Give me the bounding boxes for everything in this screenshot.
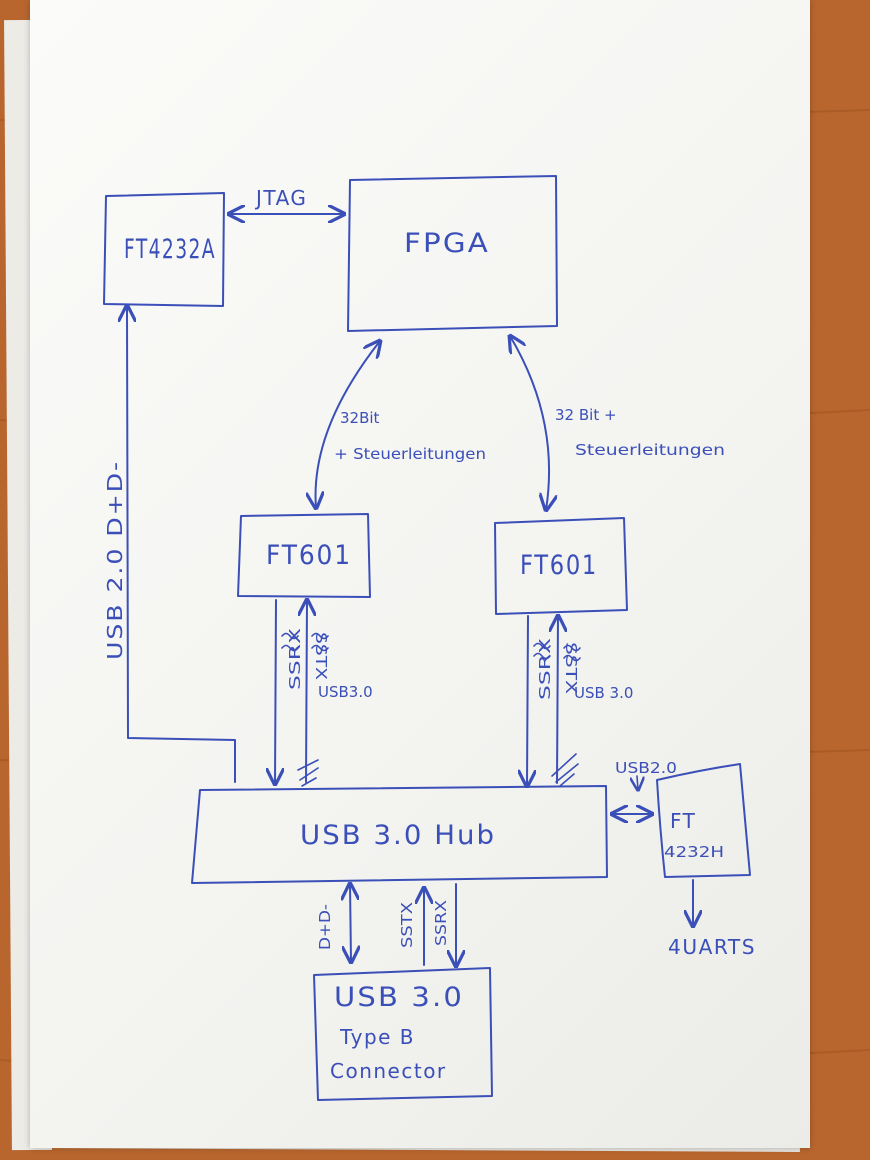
jtag-label: JTAG: [254, 186, 307, 210]
left-squiggle-rx: [281, 632, 299, 652]
left-ssrx-label: SSRX: [286, 628, 304, 690]
ft4232h-label-line2: 4232H: [664, 843, 724, 861]
connector-label-line2: Type B: [339, 1025, 415, 1049]
right-squiggle-rx: [533, 642, 551, 660]
left-sstx-label: SSTX: [312, 632, 330, 680]
conn-ssrx-label: SSRX: [432, 900, 450, 946]
bus-left-label-line2: + Steuerleitungen: [334, 445, 486, 463]
paper-sheet: [30, 0, 810, 1148]
conn-sstx-label: SSTX: [398, 902, 416, 948]
ft4232h-label-line1: FT: [670, 809, 696, 833]
bus-right-label-line2: Steuerleitungen: [575, 441, 725, 459]
connector-label-line1: USB 3.0: [334, 982, 464, 1013]
ft601-left-label: FT601: [266, 540, 352, 571]
usb-hub-box: [191, 785, 608, 884]
right-scribble: [551, 753, 579, 787]
ft4232h-box: [656, 763, 751, 878]
left-ssrx-line: [275, 599, 276, 784]
usb20-dd-label: USB 2.0 D+D-: [103, 460, 127, 660]
usb-connector-box: [313, 967, 493, 1101]
connector-label-line3: Connector: [330, 1059, 447, 1083]
usb20-line-ft4232a: [127, 306, 236, 783]
left-scribble: [297, 759, 319, 787]
fpga-label: FPGA: [404, 228, 490, 259]
ft4232a-label: FT4232A: [124, 234, 216, 265]
ft601-right-box: [494, 517, 628, 615]
hub-usb20-label: USB2.0: [615, 759, 677, 777]
bus-left-label-line1: 32Bit: [340, 409, 380, 427]
left-squiggle-tx: [311, 632, 329, 652]
ft4232a-box: [103, 192, 225, 307]
right-sstx-line: [557, 616, 558, 784]
left-usb30-label: USB3.0: [318, 683, 373, 701]
uarts-label: 4UARTS: [668, 935, 756, 959]
conn-dd-line: [350, 884, 351, 962]
bus-right-label-line1: 32 Bit +: [555, 406, 617, 424]
usb-hub-label: USB 3.0 Hub: [300, 820, 496, 851]
right-usb30-label: USB 3.0: [574, 684, 633, 702]
fpga-ft601-left-bus: [316, 341, 380, 508]
usb20-small-arrow: [637, 775, 638, 790]
ft601-right-label: FT601: [520, 550, 598, 581]
ft601-left-box: [237, 513, 371, 598]
conn-dd-label: D+D-: [316, 904, 334, 950]
right-sstx-label: SSTX: [562, 642, 580, 694]
left-sstx-line: [306, 600, 307, 783]
fpga-ft601-right-bus: [510, 336, 549, 510]
right-ssrx-label: SSRX: [536, 638, 554, 700]
fpga-box: [347, 175, 558, 332]
right-ssrx-line: [527, 615, 528, 786]
right-squiggle-tx: [563, 644, 581, 662]
